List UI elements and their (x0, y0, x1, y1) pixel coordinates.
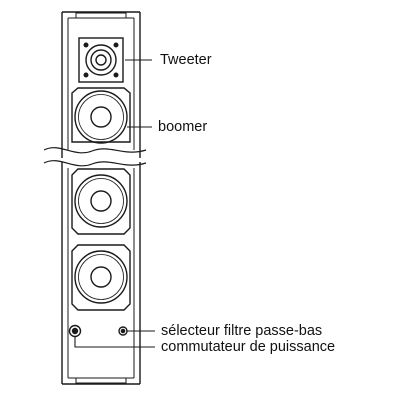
woofer-unit-top (71, 87, 131, 144)
power-switch-knob (68, 324, 82, 338)
label-power-switch: commutateur de puissance (161, 339, 336, 355)
cabinet-break (43, 147, 147, 167)
speaker-cabinet-top (61, 11, 141, 158)
switch-leader (74, 337, 155, 348)
label-lowpass-selector: sélecteur filtre passe-bas (161, 323, 323, 339)
lowpass-selector-knob (118, 326, 128, 336)
woofer-unit-middle (71, 168, 131, 235)
speaker-cabinet-bottom (61, 162, 141, 385)
woofer-unit-bottom (71, 244, 131, 311)
leader-lines (74, 59, 155, 348)
label-boomer: boomer (158, 119, 208, 135)
tweeter-unit (78, 37, 124, 83)
label-tweeter: Tweeter (160, 52, 212, 68)
